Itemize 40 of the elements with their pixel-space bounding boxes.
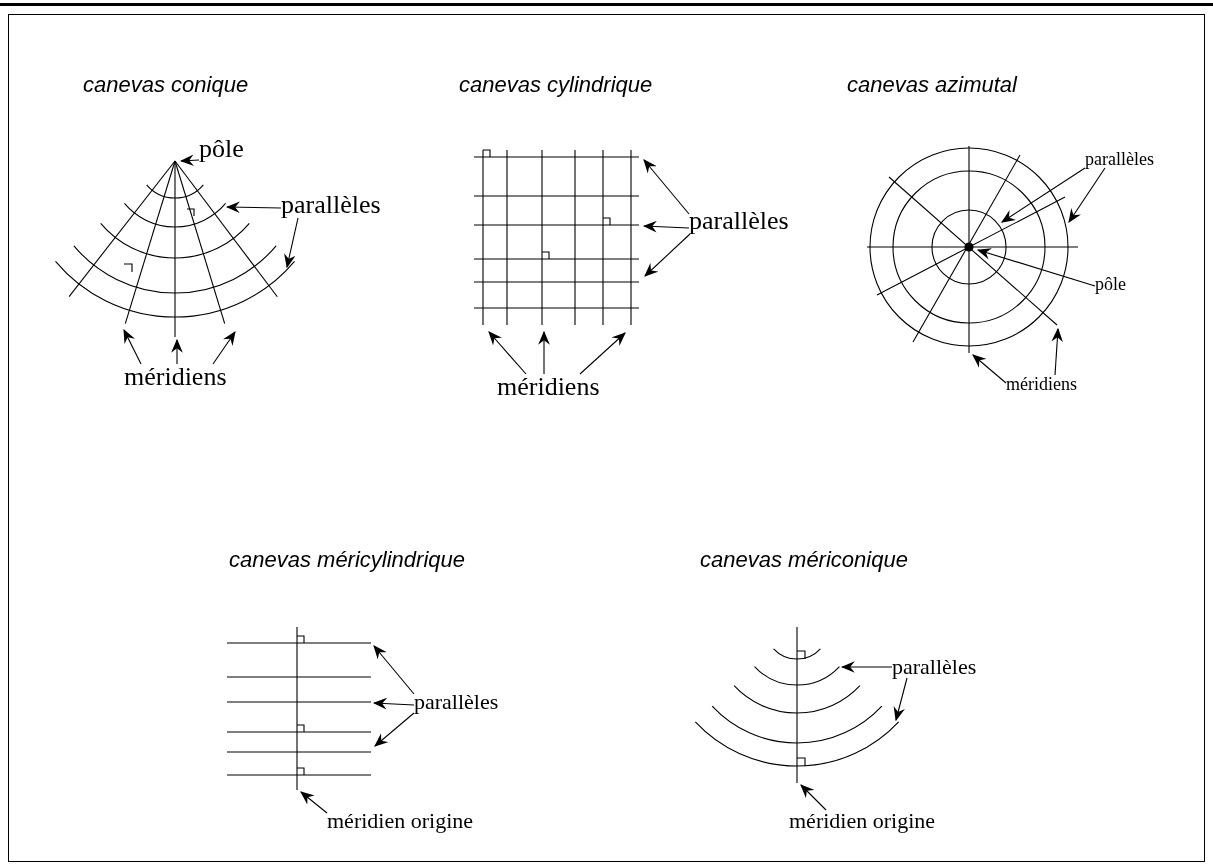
callout-label: méridiens [497,374,600,400]
callout-label: pôle [199,136,244,162]
panel-title: canevas azimutal [847,74,1017,96]
callout-label: méridiens [1006,375,1077,393]
leader-line [488,331,527,375]
leader-line [538,330,550,375]
half-cylindrical-graticule-drawing [226,626,372,791]
callout-label: parallèles [414,691,499,713]
callout-label: parallèles [892,656,977,678]
callout-label: méridiens [124,364,227,390]
leader-line [1051,327,1063,376]
leader-line [643,159,690,215]
leader-line [579,332,626,375]
leader-line [1068,167,1106,223]
leader-line [642,220,690,233]
leader-line [373,645,415,695]
leader-line [372,697,415,710]
callout-label: méridien origine [789,810,935,832]
leader-line [893,677,908,722]
callout-label: méridien origine [327,810,473,832]
leader-line [1001,167,1086,223]
leader-line [972,354,1007,384]
leader-line [171,338,183,365]
callout-label: parallèles [281,192,381,218]
leader-line [284,217,299,269]
cylindrical-grid-drawing [473,149,640,326]
callout-label: pôle [1095,275,1126,293]
leader-line [840,661,893,673]
leader-line [123,328,142,365]
leader-line [374,712,415,747]
callout-label: parallèles [689,208,789,234]
leader-line [225,201,282,214]
azimuthal-graticule-drawing [866,145,1079,354]
callout-label: parallèles [1085,150,1154,168]
leader-line [644,233,691,277]
leader-line [800,784,827,811]
leader-line [212,331,236,365]
leader-line [300,791,328,814]
leader-line [179,154,200,167]
leader-line [976,248,1096,287]
